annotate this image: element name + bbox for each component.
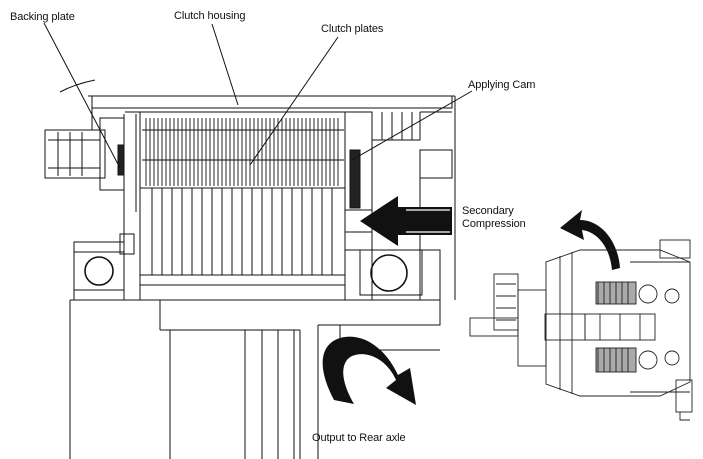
leader-lines: [43, 22, 473, 169]
label-backing-plate: Backing plate: [10, 11, 75, 23]
clutch-plate-stack: [142, 118, 344, 186]
inset-cutaway-drawing: [469, 239, 693, 421]
secondary-compression-arrow: [360, 196, 452, 246]
label-secondary: Secondary: [462, 205, 514, 217]
applying-cam: [345, 111, 453, 300]
inset-indicator-arrow: [560, 210, 620, 270]
right-bearing: [345, 231, 441, 300]
label-clutch-housing: Clutch housing: [174, 10, 246, 22]
backing-plate: [117, 144, 125, 176]
output-shaft: [69, 299, 441, 459]
label-compression: Compression: [462, 218, 526, 230]
label-output-rear-axle: Output to Rear axle: [312, 432, 406, 444]
left-shaft-housing: [44, 114, 137, 300]
output-rotation-arrow: [322, 336, 416, 405]
label-applying-cam: Applying Cam: [468, 79, 536, 91]
clutch-plate-lower: [140, 188, 345, 286]
clutch-housing-frame: [125, 111, 355, 300]
label-clutch-plates: Clutch plates: [321, 23, 384, 35]
left-bearing: [73, 233, 135, 301]
